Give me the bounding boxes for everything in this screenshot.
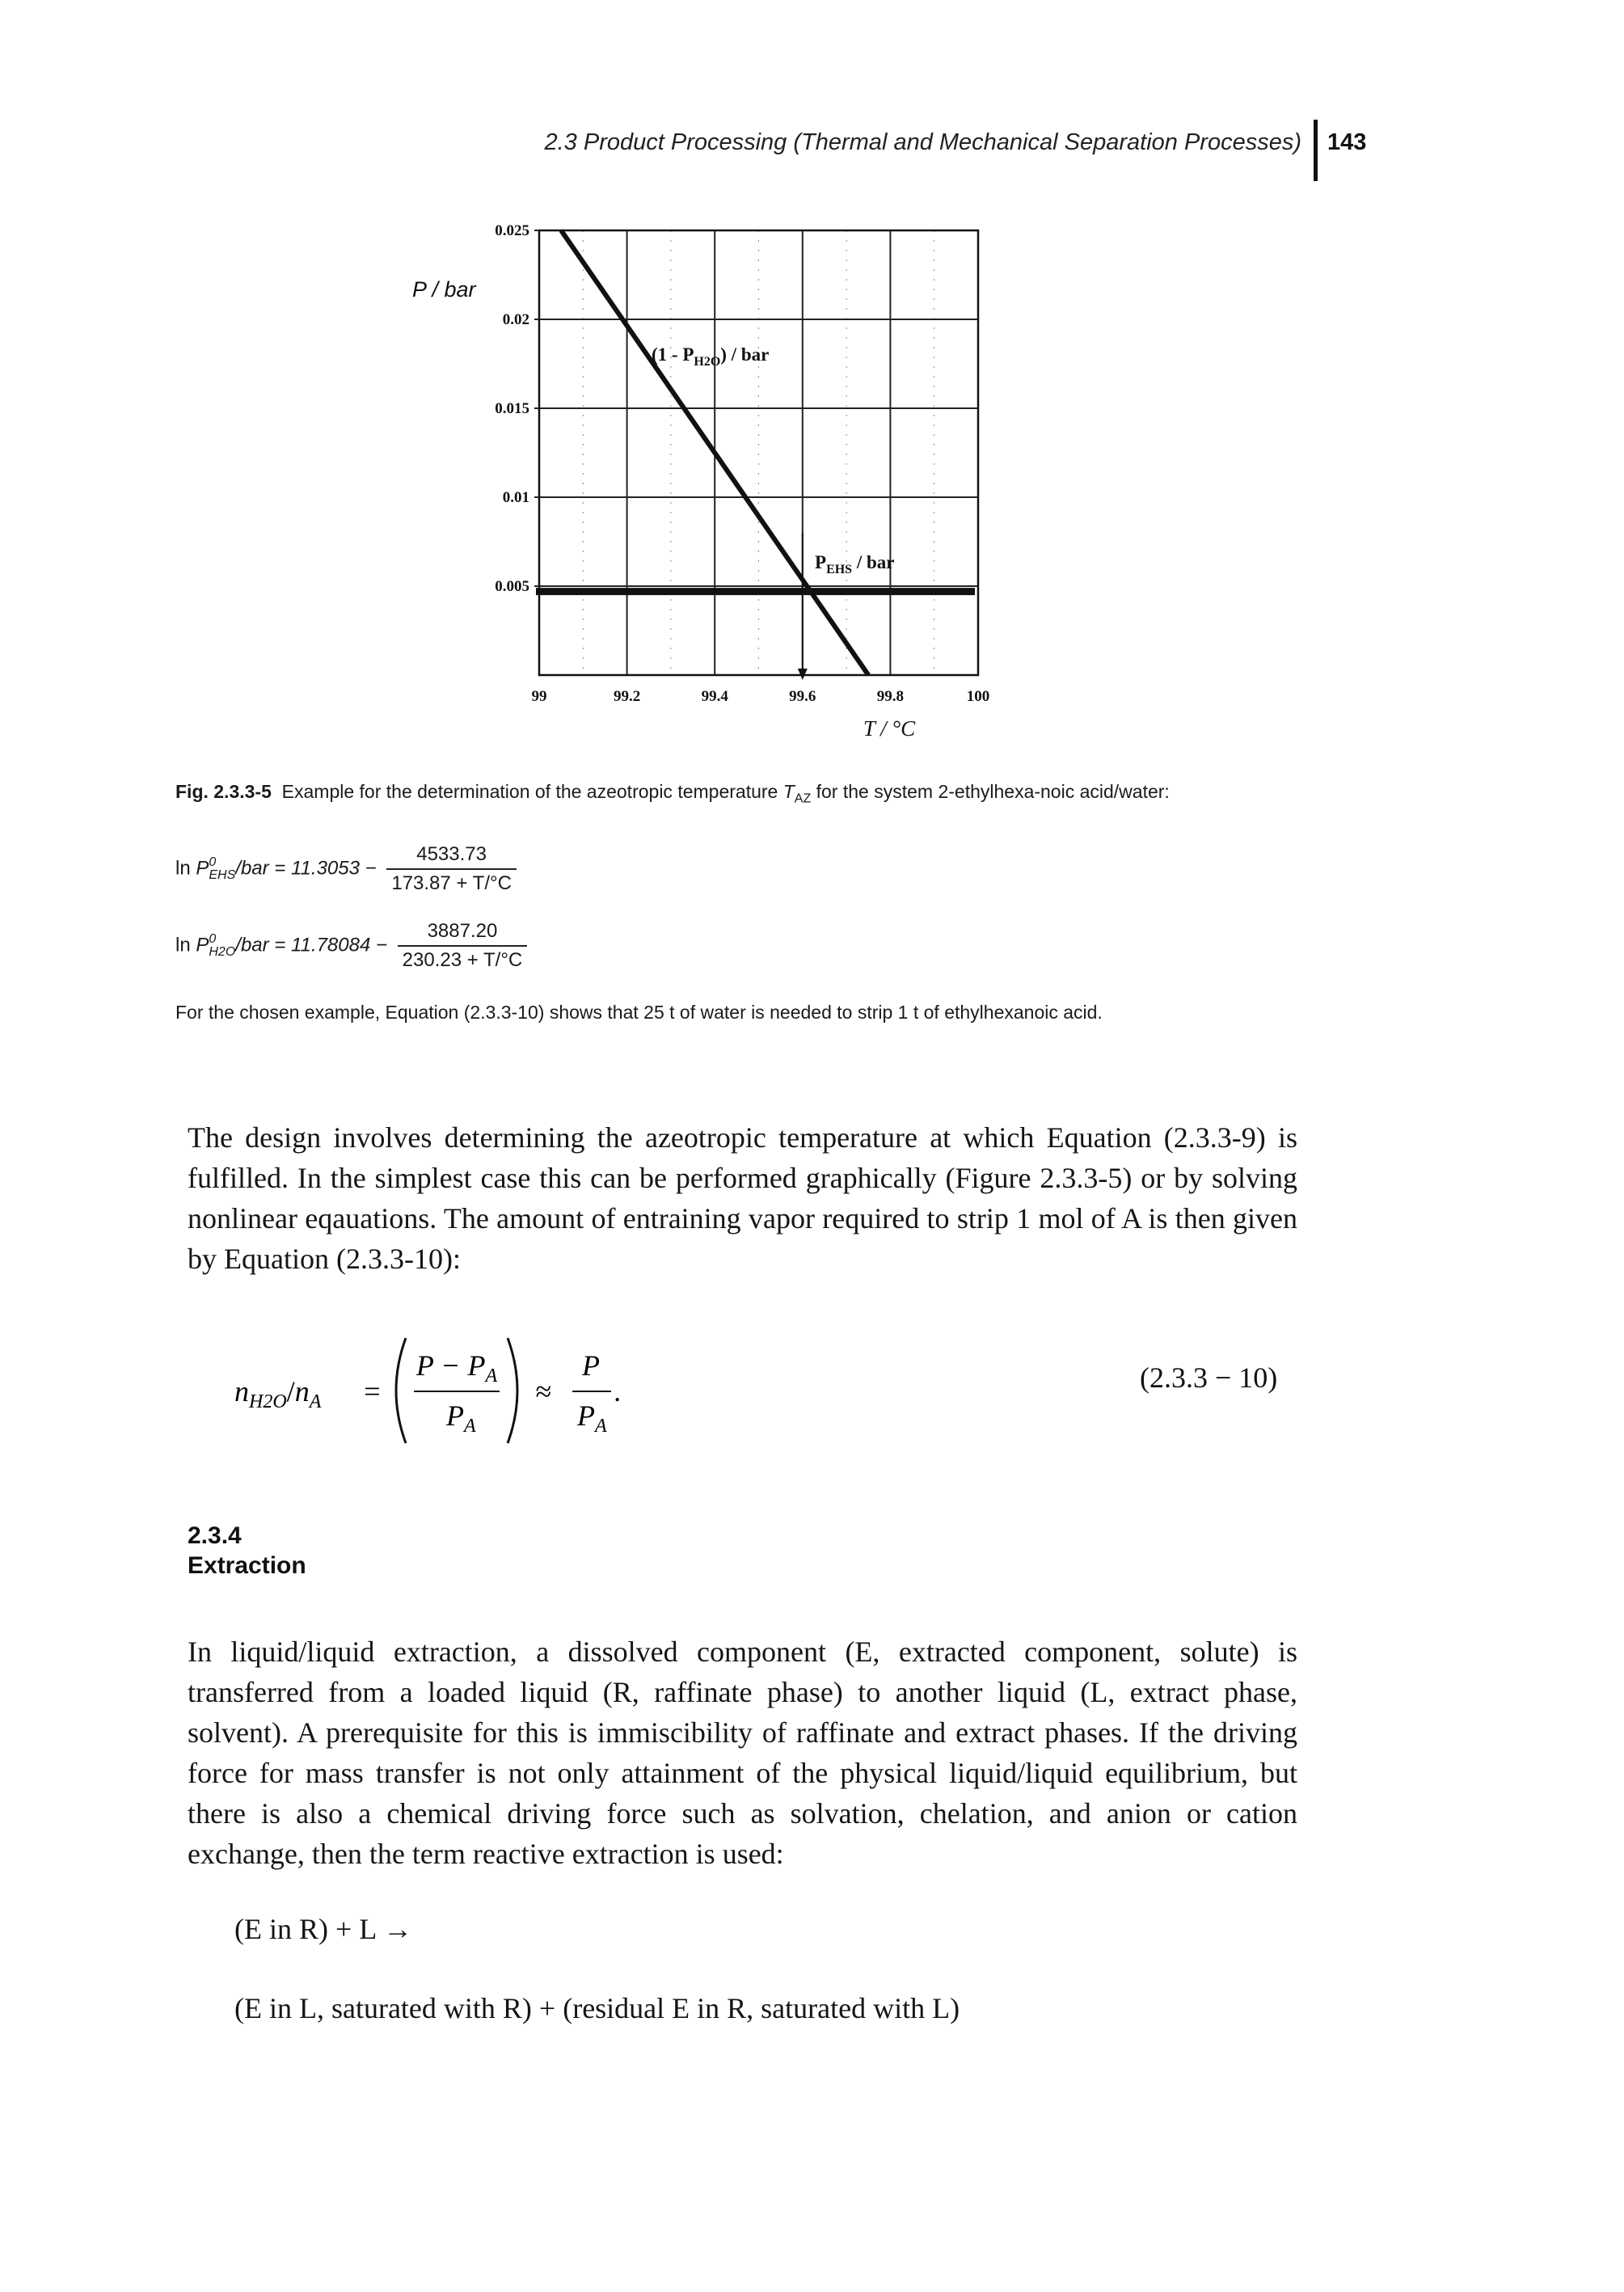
x-tick-label: 99.6 (789, 688, 816, 705)
equation-svg: nH2O/nA = P − PA PA ≈ P PA . (234, 1337, 622, 1444)
ehs-label-pre: P (815, 552, 826, 572)
ehs-line-label: PEHS / bar (815, 552, 894, 576)
frac2-num: P (581, 1349, 600, 1382)
eq2-sub: H2O (209, 945, 236, 959)
svg-text:PA: PA (576, 1399, 607, 1437)
eq1-sub: EHS (209, 868, 236, 882)
y-tick-label: 0.02 (503, 311, 529, 328)
chart-series (536, 229, 975, 680)
caption-taz: T (782, 781, 795, 802)
eq2-rhs: /bar = 11.78084 − (235, 934, 387, 956)
chart-grid (538, 229, 980, 677)
eq2-ln: ln (175, 934, 196, 956)
running-header: 2.3 Product Processing (Thermal and Mech… (544, 129, 1301, 155)
eq-n2: n (295, 1375, 310, 1408)
display-equation: nH2O/nA = P − PA PA ≈ P PA . (234, 1330, 687, 1458)
h2o-label-sub: H2O (694, 355, 720, 369)
ehs-label-sub: EHS (826, 563, 852, 576)
frac-num-sub: A (483, 1365, 497, 1387)
chart-ticks: 99 99.2 99.4 99.6 99.8 100 0.025 0.02 0.015 0.01 0… (495, 222, 989, 705)
eq1-rhs: /bar = 11.3053 − (235, 857, 377, 880)
body-paragraph-1: The design involves determining the azeo… (188, 1121, 1297, 1275)
plot-frame (538, 229, 980, 677)
eq1-denominator: 173.87 + T/°C (391, 872, 512, 894)
eq-sub1: H2O (248, 1391, 287, 1412)
caption-taz-sub: AZ (794, 791, 812, 806)
left-paren (394, 1337, 407, 1444)
x-tick-label: 99 (532, 688, 547, 705)
h2o-label-pre: (1 - P (652, 344, 694, 365)
eq1-p: P (196, 857, 209, 880)
h2o-label-post: ) / bar (720, 344, 769, 365)
eq-n1: n (234, 1375, 249, 1408)
svg-text:PA: PA (445, 1399, 476, 1437)
y-tick-label: 0.005 (495, 578, 529, 595)
reaction-line-1: (E in R) + L → (234, 1913, 412, 1945)
y-tick-label: 0.01 (503, 489, 529, 506)
x-tick-label: 99.4 (702, 688, 729, 705)
x-tick-label: 100 (967, 688, 990, 705)
eq-slash: / (287, 1375, 295, 1408)
eq2-sup: 0 (209, 932, 217, 946)
eq1-numerator: 4533.73 (386, 843, 517, 870)
header-rule (1314, 120, 1318, 181)
eq-sub2: A (308, 1391, 322, 1412)
section-title: Extraction (188, 1552, 306, 1579)
eq-equals: = (362, 1375, 382, 1408)
body-paragraph-2: In liquid/liquid extraction, a dissolved… (188, 1636, 1297, 1870)
y-tick-label: 0.025 (495, 222, 529, 239)
y-axis-label: P / bar (412, 277, 477, 302)
eq2-numerator: 3887.20 (397, 920, 528, 947)
section-number: 2.3.4 (188, 1522, 242, 1549)
page-number: 143 (1327, 129, 1367, 155)
dropline-arrow (797, 669, 808, 680)
svg-text:P − PA: P − PA (415, 1349, 498, 1387)
svg-text:nH2O/nA: nH2O/nA (234, 1375, 322, 1412)
eq1-sup: 0 (209, 855, 217, 869)
caption-text-b: for the system 2-ethylhexa-noic acid/wat… (811, 781, 1170, 802)
figure-label: Fig. 2.3.3-5 (175, 781, 272, 802)
h2o-curve (559, 229, 871, 677)
x-tick-label: 99.8 (877, 688, 904, 705)
caption-text-a: Example for the determination of the aze… (281, 781, 783, 802)
h2o-curve-label: (1 - PH2O) / bar (652, 344, 769, 369)
frac-num: P − P (415, 1349, 486, 1382)
frac2-den-sub: A (593, 1416, 607, 1437)
eq-approx: ≈ (535, 1375, 551, 1408)
equation-number: (2.3.3 − 10) (1140, 1361, 1278, 1394)
right-paren (506, 1337, 519, 1444)
eq-period: . (614, 1375, 622, 1408)
y-tick-label: 0.015 (495, 400, 529, 417)
reaction-line-2: (E in L, saturated with R) + (residual E… (234, 1992, 960, 2024)
ehs-label-post: / bar (852, 552, 894, 572)
eq2-p: P (196, 934, 209, 956)
frac-den-sub: A (462, 1416, 476, 1437)
eq1-ln: ln (175, 857, 196, 880)
x-axis-label: T / °C (863, 716, 916, 741)
x-tick-label: 99.2 (614, 688, 640, 705)
frac-den: P (445, 1399, 464, 1432)
example-note: For the chosen example, Equation (2.3.3-… (175, 1002, 1103, 1023)
eq2-denominator: 230.23 + T/°C (402, 949, 523, 971)
figure-caption: Fig. 2.3.3-5 Example for the determinati… (175, 779, 1323, 813)
frac2-den: P (576, 1399, 595, 1432)
vapor-pressure-chart: 99 99.2 99.4 99.6 99.8 100 0.025 0.02 0.015 0.01 0… (412, 222, 989, 741)
